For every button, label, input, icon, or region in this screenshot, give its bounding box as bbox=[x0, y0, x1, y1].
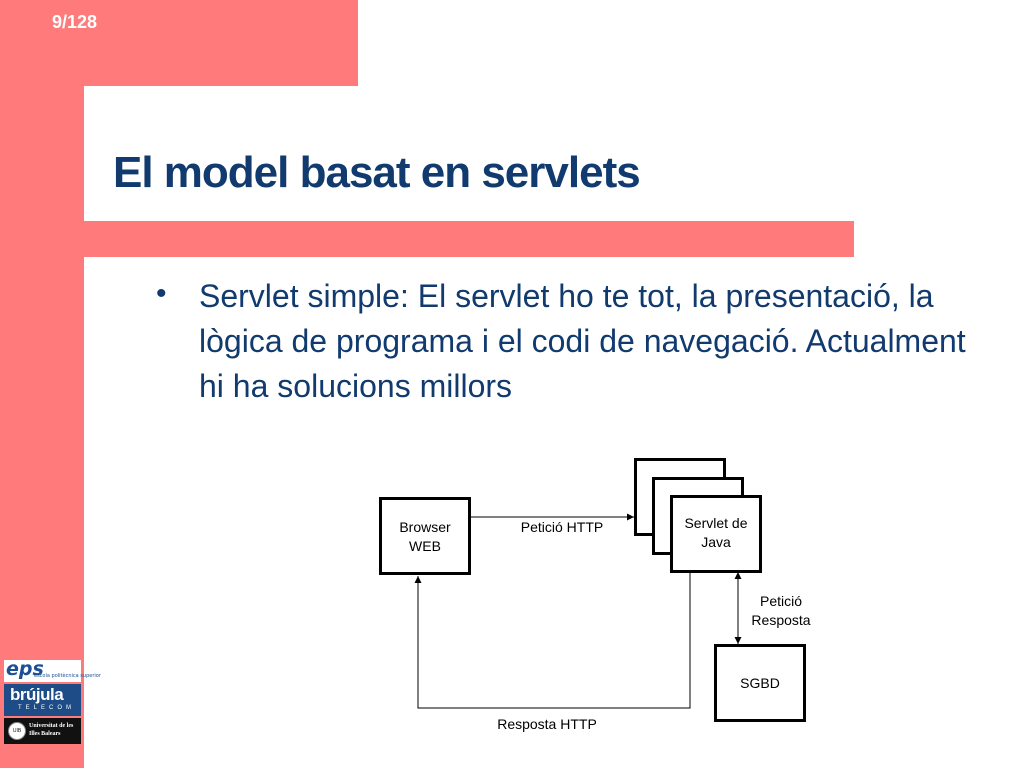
browser-box: Browser WEB bbox=[379, 497, 471, 575]
response-arrow bbox=[414, 570, 691, 709]
uib-logo-line2: Illes Balears bbox=[29, 731, 61, 737]
db-exchange-label: Petició Resposta bbox=[741, 592, 821, 630]
browser-line2: WEB bbox=[409, 538, 441, 554]
left-band bbox=[0, 0, 84, 768]
uib-logo: UIB Universitat de les Illes Balears bbox=[4, 718, 81, 744]
brujula-logo-subtext: TELECOM bbox=[18, 705, 76, 711]
bullet-text: Servlet simple: El servlet ho te tot, la… bbox=[199, 278, 966, 404]
browser-line1: Browser bbox=[399, 519, 451, 535]
servlet-line2: Java bbox=[701, 534, 731, 550]
title-underline-bar bbox=[84, 221, 854, 257]
sgbd-box: SGBD bbox=[714, 644, 806, 722]
response-label: Resposta HTTP bbox=[497, 716, 597, 732]
brujula-logo: brújula TELECOM bbox=[4, 684, 81, 716]
eps-logo-subtext: escola politècnica superior bbox=[34, 673, 101, 679]
servlet-line1: Servlet de bbox=[684, 515, 748, 531]
servlet-box: Servlet de Java bbox=[670, 495, 762, 573]
db-label-line1: Petició bbox=[759, 593, 803, 609]
slide-title: El model basat en servlets bbox=[113, 148, 641, 197]
uib-seal-icon: UIB bbox=[8, 722, 26, 740]
uib-logo-text: Universitat de les Illes Balears bbox=[29, 722, 73, 738]
eps-logo: eps escola politècnica superior bbox=[4, 658, 101, 682]
request-label: Petició HTTP bbox=[520, 519, 604, 535]
brujula-logo-text: brújula bbox=[10, 685, 64, 704]
db-label-line2: Resposta bbox=[751, 612, 811, 628]
eps-logo-text: eps bbox=[6, 658, 44, 680]
page-number: 9/128 bbox=[52, 12, 98, 32]
bullet-icon: • bbox=[156, 277, 167, 310]
uib-logo-line1: Universitat de les bbox=[29, 723, 74, 729]
sgbd-label: SGBD bbox=[740, 675, 780, 691]
